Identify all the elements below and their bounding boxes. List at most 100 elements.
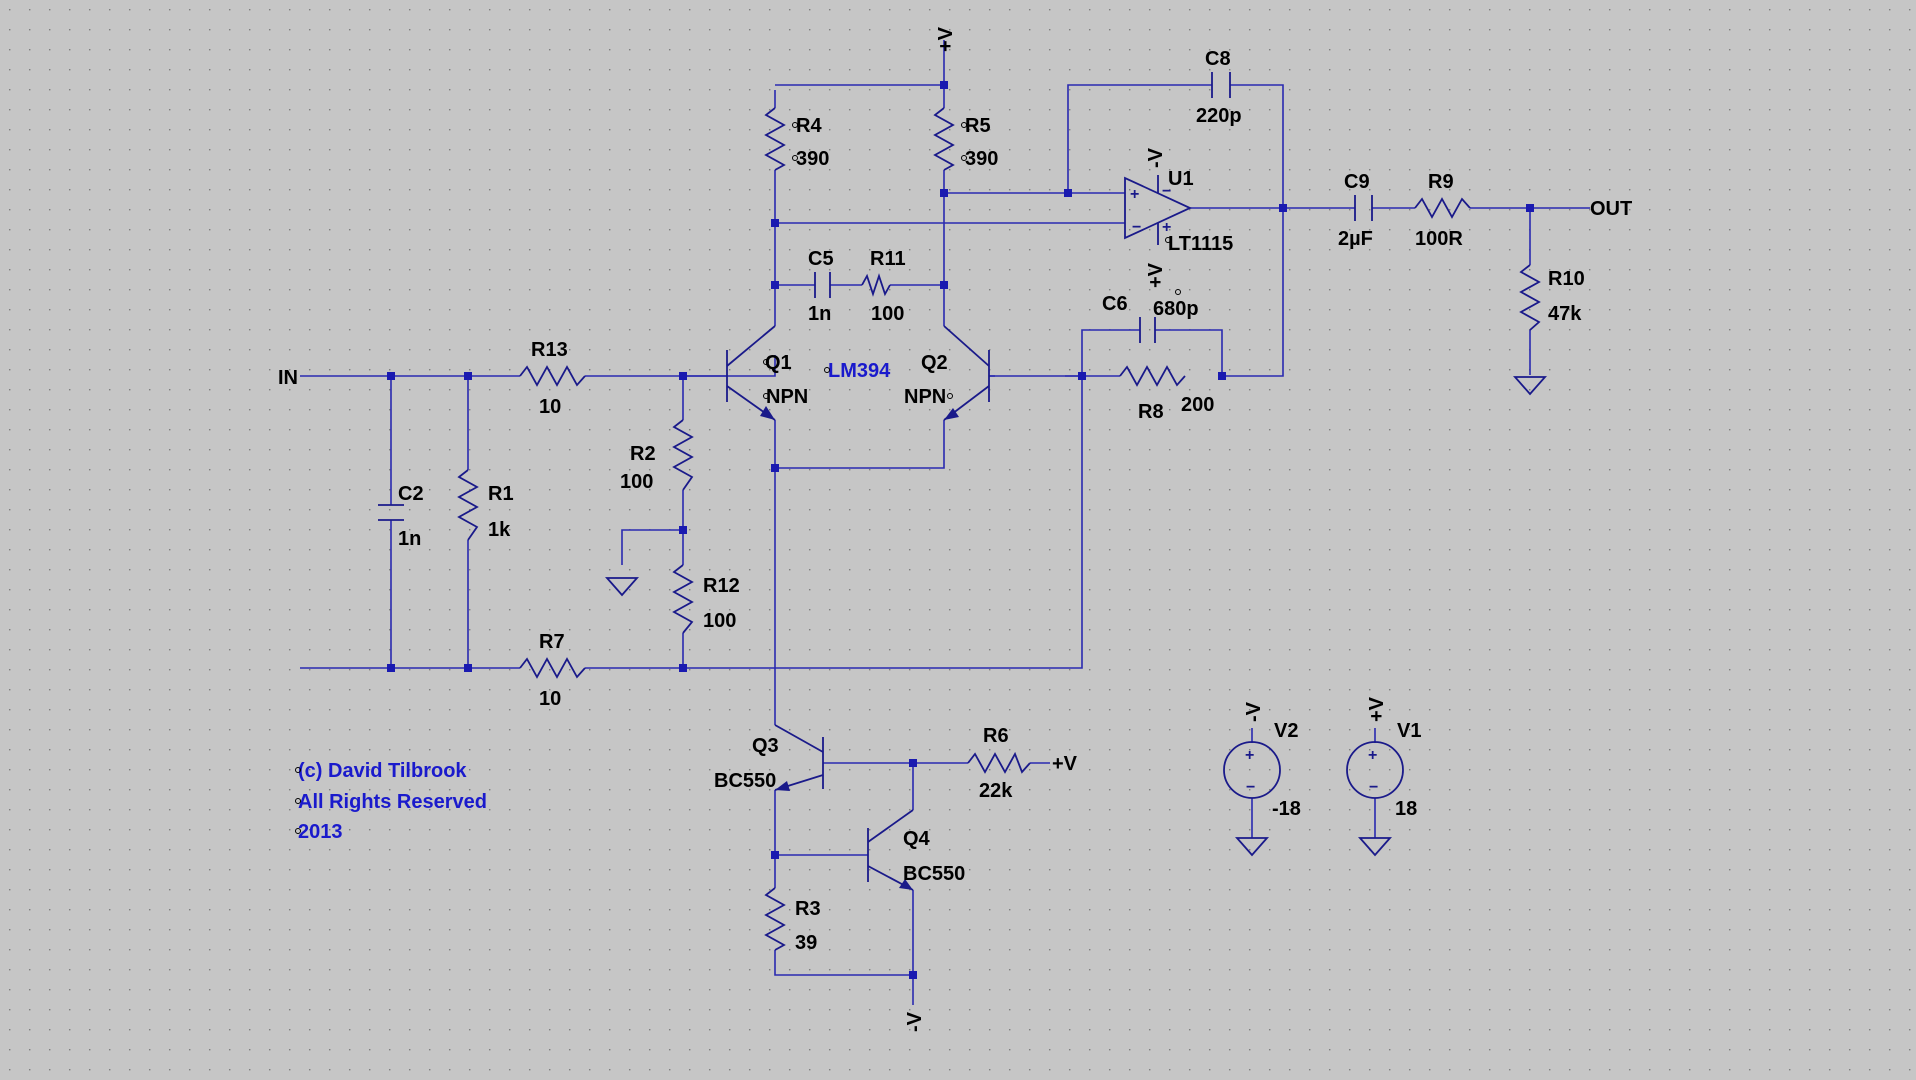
q2-type: NPN — [904, 386, 946, 408]
c9-ref: C9 — [1344, 171, 1370, 193]
r13-ref: R13 — [531, 339, 568, 361]
r1-value: 1k — [488, 519, 511, 541]
svg-text:−: − — [1369, 779, 1378, 796]
resistor-r12 — [672, 564, 694, 634]
c8-value: 220p — [1196, 105, 1242, 127]
resistor-r4 — [764, 107, 786, 171]
r6-ref: R6 — [983, 725, 1009, 747]
r7-value: 10 — [539, 688, 561, 710]
resistor-r3 — [764, 887, 786, 951]
q4-type: BC550 — [903, 863, 965, 885]
r3-ref: R3 — [795, 898, 821, 920]
r8-ref: R8 — [1138, 401, 1164, 423]
resistor-r5 — [933, 107, 955, 171]
q2-ref: Q2 — [921, 352, 948, 374]
resistor-r10 — [1519, 264, 1541, 331]
rail-neg-v2: -V — [1243, 701, 1265, 722]
opamp-u1: + − − + — [1124, 175, 1193, 245]
rail-neg-opamp: -V — [1145, 147, 1167, 168]
resistor-r7 — [519, 657, 586, 679]
r10-ref: R10 — [1548, 268, 1585, 290]
r12-value: 100 — [703, 610, 736, 632]
q3-type: BC550 — [714, 770, 776, 792]
q3-ref: Q3 — [752, 735, 779, 757]
transistor-q4 — [867, 809, 914, 891]
rail-neg-bottom: -V — [904, 1011, 926, 1032]
c9-value: 2µF — [1338, 228, 1373, 250]
svg-text:−: − — [1132, 219, 1141, 236]
r11-value: 100 — [871, 303, 904, 325]
r12-ref: R12 — [703, 575, 740, 597]
r8-value: 200 — [1181, 394, 1214, 416]
r7-ref: R7 — [539, 631, 565, 653]
r9-value: 100R — [1415, 228, 1463, 250]
svg-text:+: + — [1245, 747, 1254, 764]
rail-pos-r6: +V — [1052, 753, 1078, 775]
copyright-line3: 2013 — [298, 821, 343, 843]
u1-ref: U1 — [1168, 168, 1194, 190]
q1-type: NPN — [766, 386, 808, 408]
c2-ref: C2 — [398, 483, 424, 505]
r9-ref: R9 — [1428, 171, 1454, 193]
r13-value: 10 — [539, 396, 561, 418]
u1-part: LT1115 — [1168, 233, 1233, 255]
v1-ref: V1 — [1397, 720, 1421, 742]
port-out-label: OUT — [1590, 198, 1632, 220]
r4-ref: R4 — [796, 115, 822, 137]
transistor-q2 — [943, 325, 990, 421]
capacitor-c5 — [814, 272, 831, 298]
r2-value: 100 — [620, 471, 653, 493]
r4-value: 390 — [796, 148, 829, 170]
capacitor-c8 — [1211, 72, 1231, 98]
r10-value: 47k — [1548, 303, 1582, 325]
v1-value: 18 — [1395, 798, 1417, 820]
resistor-r9 — [1414, 197, 1471, 219]
svg-text:+: + — [1162, 219, 1171, 236]
svg-text:−: − — [1246, 779, 1255, 796]
ground-symbols — [605, 376, 1547, 857]
r2-ref: R2 — [630, 443, 656, 465]
transistor-q3 — [774, 724, 824, 791]
resistor-r2 — [672, 419, 694, 491]
q4-ref: Q4 — [903, 828, 931, 850]
c6-ref: C6 — [1102, 293, 1128, 315]
c6-value: 680p — [1153, 298, 1199, 320]
v2-value: -18 — [1272, 798, 1301, 820]
r1-ref: R1 — [488, 483, 514, 505]
rail-pos-v1: +V — [1366, 696, 1388, 722]
capacitor-c9 — [1354, 195, 1373, 221]
q1-ref: Q1 — [765, 352, 792, 374]
svg-text:−: − — [1162, 183, 1171, 200]
copyright-line2: All Rights Reserved — [298, 791, 487, 813]
svg-text:+: + — [1130, 186, 1139, 203]
label-pin-markers — [295, 122, 1181, 834]
resistor-r1 — [457, 469, 479, 541]
pair-label: LM394 — [828, 360, 891, 382]
copyright-line1: (c) David Tilbrook — [298, 760, 467, 782]
junctions — [387, 81, 1534, 979]
r5-ref: R5 — [965, 115, 991, 137]
svg-text:+: + — [1368, 747, 1377, 764]
r6-value: 22k — [979, 780, 1013, 802]
r5-value: 390 — [965, 148, 998, 170]
r3-value: 39 — [795, 932, 817, 954]
resistor-r8 — [1119, 365, 1186, 387]
capacitor-c6 — [1139, 317, 1156, 343]
capacitor-c2 — [378, 504, 404, 521]
c8-ref: C8 — [1205, 48, 1231, 70]
rail-pos-top: +V — [935, 26, 957, 52]
resistor-r6 — [967, 751, 1031, 774]
labels: IN OUT +V -V +V +V -V -V +V R4 390 R5 39… — [278, 26, 1632, 1032]
rail-pos-opamp: +V — [1145, 262, 1167, 288]
v2-ref: V2 — [1274, 720, 1298, 742]
source-v1: + − — [1346, 741, 1404, 799]
resistor-r11 — [861, 273, 891, 297]
resistor-r13 — [519, 365, 586, 387]
c2-value: 1n — [398, 528, 421, 550]
r11-ref: R11 — [870, 248, 906, 270]
c5-ref: C5 — [808, 248, 834, 270]
transistor-q1 — [726, 325, 776, 421]
source-v2: + − — [1223, 741, 1281, 799]
